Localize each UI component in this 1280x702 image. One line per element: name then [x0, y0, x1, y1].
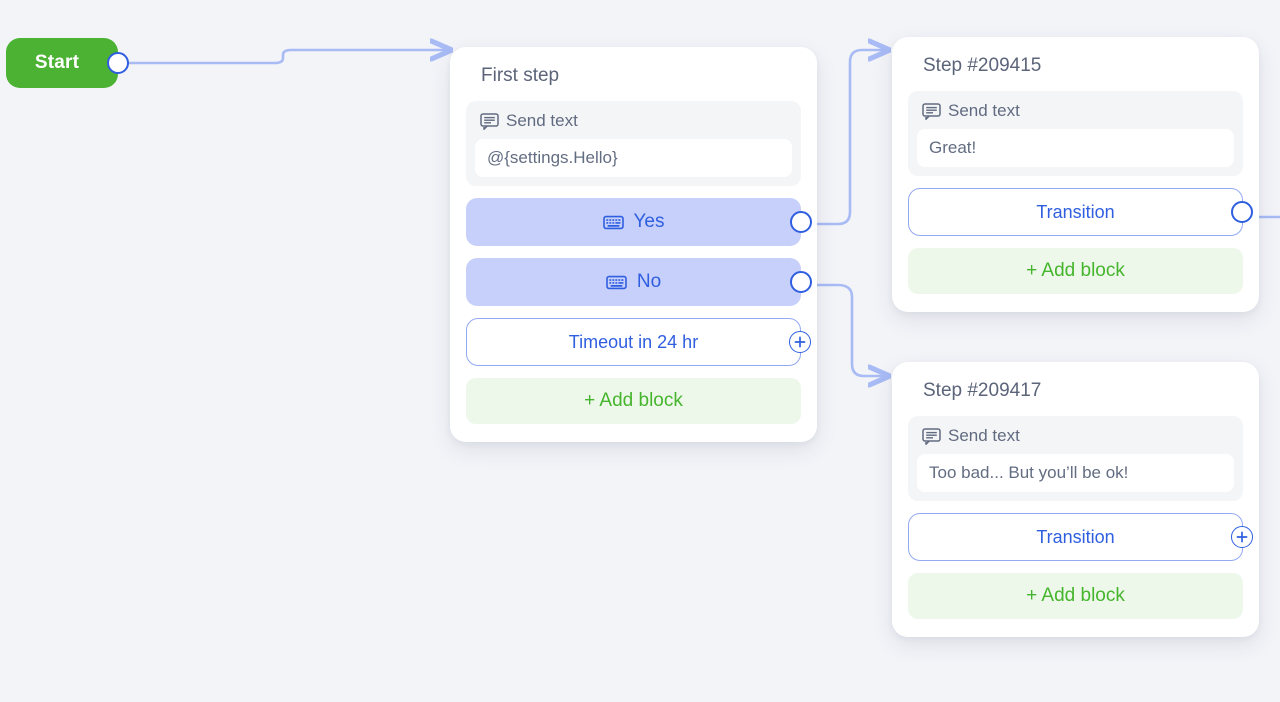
- transition-label: Transition: [1036, 201, 1115, 222]
- card-title: Step #209417: [923, 380, 1042, 401]
- add-block-button[interactable]: + Add block: [908, 248, 1243, 294]
- choice-label-yes: Yes: [633, 211, 665, 232]
- start-output-port[interactable]: [107, 52, 129, 74]
- send-text-header: Send text: [475, 109, 792, 139]
- step-card-first-step[interactable]: First step Send text @{settings.Hello}: [450, 47, 817, 442]
- keyboard-icon: [606, 275, 627, 289]
- send-text-label: Send text: [506, 111, 578, 130]
- timeout-add-port[interactable]: [789, 331, 811, 353]
- add-block-button[interactable]: + Add block: [466, 378, 801, 424]
- choice-button-yes[interactable]: Yes: [466, 198, 812, 246]
- timeout-label: Timeout in 24 hr: [568, 331, 699, 352]
- step-card-209415[interactable]: Step #209415 Send text Great! Transition…: [892, 37, 1259, 312]
- plus-icon: [794, 336, 806, 348]
- send-text-header: Send text: [917, 99, 1234, 129]
- add-block-label: + Add block: [1026, 260, 1125, 281]
- send-text-block[interactable]: Send text @{settings.Hello}: [466, 101, 801, 186]
- card-title: First step: [481, 65, 560, 86]
- add-block-label: + Add block: [584, 390, 683, 411]
- wire-yes-to-a: [813, 50, 886, 226]
- send-text-header: Send text: [917, 424, 1234, 454]
- send-text-block[interactable]: Send text Too bad... But you’ll be ok!: [908, 416, 1243, 501]
- transition-port[interactable]: [1231, 201, 1253, 223]
- no-port[interactable]: [790, 271, 812, 293]
- transition-button[interactable]: Transition: [908, 188, 1253, 236]
- step-card-209417[interactable]: Step #209417 Send text Too bad... But yo…: [892, 362, 1259, 637]
- speech-bubble-icon: [922, 102, 941, 120]
- transition-label: Transition: [1036, 526, 1115, 547]
- wire-no-to-b: [813, 283, 886, 376]
- send-text-block[interactable]: Send text Great!: [908, 91, 1243, 176]
- timeout-button[interactable]: Timeout in 24 hr: [466, 318, 811, 366]
- add-block-label: + Add block: [1026, 585, 1125, 606]
- send-text-label: Send text: [948, 101, 1020, 120]
- speech-bubble-icon: [480, 112, 499, 130]
- plus-icon: [1236, 531, 1248, 543]
- send-text-label: Send text: [948, 426, 1020, 445]
- speech-bubble-icon: [922, 427, 941, 445]
- choice-button-no[interactable]: No: [466, 258, 812, 306]
- yes-port[interactable]: [790, 211, 812, 233]
- send-text-value[interactable]: Too bad... But you’ll be ok!: [917, 454, 1234, 492]
- add-block-button[interactable]: + Add block: [908, 573, 1243, 619]
- send-text-value[interactable]: @{settings.Hello}: [475, 139, 792, 177]
- choice-label-no: No: [636, 271, 662, 292]
- transition-add-port[interactable]: [1231, 526, 1253, 548]
- send-text-value[interactable]: Great!: [917, 129, 1234, 167]
- wire-start-to-first: [127, 50, 448, 65]
- keyboard-icon: [602, 215, 624, 229]
- start-node[interactable]: Start: [6, 38, 129, 88]
- start-label: Start: [34, 52, 80, 73]
- card-title: Step #209415: [923, 55, 1042, 76]
- transition-button[interactable]: Transition: [908, 513, 1253, 561]
